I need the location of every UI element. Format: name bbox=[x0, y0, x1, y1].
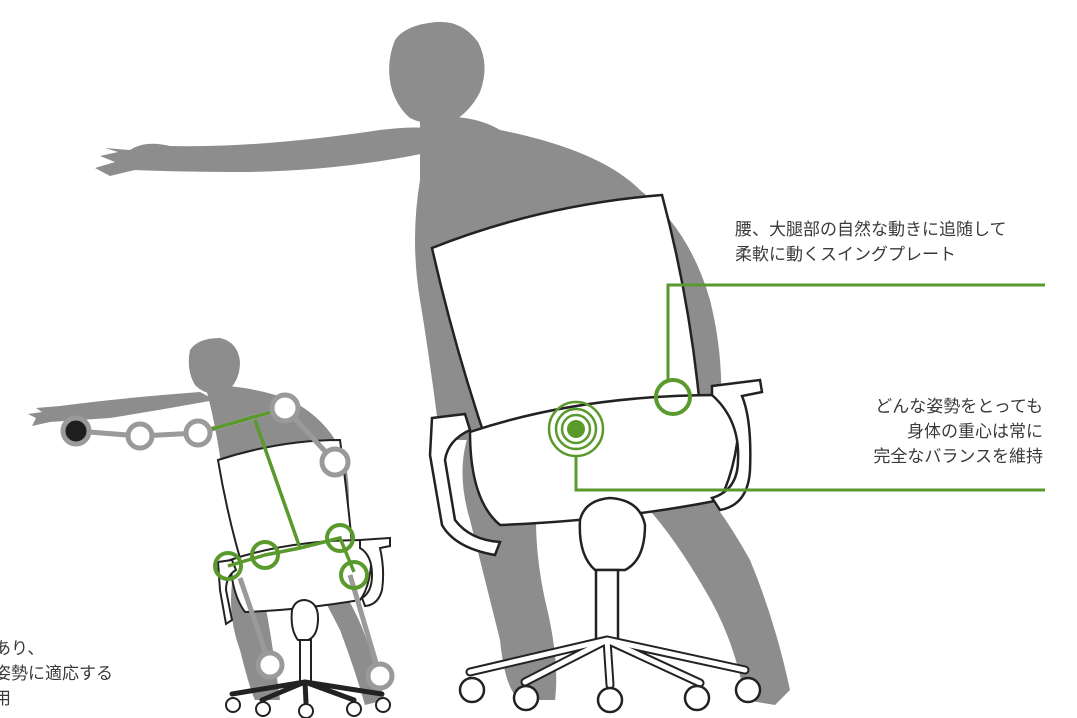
elbow-joint bbox=[128, 424, 152, 448]
cutoff-left-callout-line3: 用 bbox=[0, 687, 113, 712]
cutoff-left-callout-line2: 姿勢に適応する bbox=[0, 662, 113, 687]
cutoff-left-callout: あり、 姿勢に適応する 用 bbox=[0, 637, 113, 712]
back-joint bbox=[322, 449, 348, 475]
balance-callout-line1: どんな姿勢をとっても bbox=[873, 395, 1043, 420]
left-knee-joint bbox=[258, 653, 282, 677]
neck-joint bbox=[272, 395, 298, 421]
cutoff-left-callout-line1: あり、 bbox=[0, 637, 113, 662]
swing-plate-callout-line1: 腰、大腿部の自然な動きに追随して bbox=[735, 218, 1007, 243]
hand-joint bbox=[63, 418, 89, 444]
balance-callout-line2: 身体の重心は常に bbox=[873, 420, 1043, 445]
right-knee-joint bbox=[368, 664, 392, 688]
balance-callout-line3: 完全なバランスを維持 bbox=[873, 445, 1043, 470]
balance-callout: どんな姿勢をとっても 身体の重心は常に 完全なバランスを維持 bbox=[873, 395, 1043, 470]
shoulder-joint bbox=[186, 421, 210, 445]
large-chair bbox=[430, 195, 762, 712]
swing-plate-callout: 腰、大腿部の自然な動きに追随して 柔軟に動くスイングプレート bbox=[735, 218, 1007, 268]
swing-plate-callout-line2: 柔軟に動くスイングプレート bbox=[735, 243, 1007, 268]
